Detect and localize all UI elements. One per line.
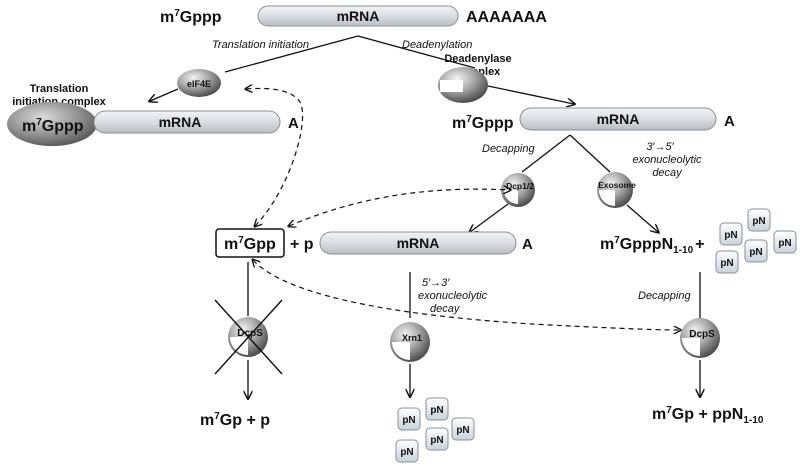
svg-text:pN: pN [720,258,733,269]
pn-nucleotide: pN [719,222,743,246]
pn-nucleotide: pN [451,417,475,441]
translation-complex-label-1: Translation [30,83,89,95]
right-mrna-pill [519,107,717,131]
right-mrna-label: mRNA [597,111,640,127]
svg-text:pN: pN [456,425,469,436]
top-mrna-pill [257,5,459,27]
svg-text:pN: pN [402,415,415,426]
top-mrna-label: mRNA [337,8,380,24]
pn-nucleotide: pN [397,407,421,431]
pn-nucleotide: pN [744,239,768,263]
deadenylation-label: Deadenylation [402,39,472,51]
pn-nucleotide: pN [715,250,739,274]
xrn1-ball [390,322,430,362]
pn-nucleotide: pN [425,427,449,451]
exosome-label-3: decay [652,167,683,179]
pn-cluster-xrn1: pN pN pN pN pN [395,397,475,463]
deadenylase-label-1: Deadenylase [444,53,511,65]
pn-nucleotide: pN [773,230,797,254]
dcps-right-label: DcpS [689,329,715,340]
xrn1-decay-label-3: decay [430,303,461,315]
eif4e-label: eIF4E [187,79,211,89]
right-cap-label: m7Gppp [452,114,514,132]
exosome-enzyme-label: Exosome [598,180,636,190]
xrn1-label: Xrn1 [402,333,422,343]
exosome-label-2: exonucleolytic [632,154,702,166]
dcps-left-label: DcpS [237,328,263,339]
translation-initiation-label: Translation initiation [212,39,309,51]
left-tail: A [288,115,299,132]
left-product-label: m7Gp + p [200,411,270,429]
dcp12-label: Dcp1/2 [506,181,534,191]
deadenylase-ball [438,67,488,103]
svg-text:pN: pN [724,230,737,241]
top-cap-label: m7Gppp [160,8,222,26]
right-product-label: m7Gp + ppN1-10 [652,405,764,426]
svg-text:pN: pN [400,447,413,458]
decapping-label-right: Decapping [638,290,691,302]
right-tail: A [724,113,735,130]
translation-complex-ball [7,102,97,146]
xrn1-decay-label-1: 5′→3′ [422,277,450,289]
svg-text:pN: pN [778,238,791,249]
svg-text:pN: pN [749,247,762,258]
left-mrna-label: mRNA [159,114,202,130]
m7gpp-box [215,228,285,258]
exosome-label-1: 3′→5′ [646,141,674,153]
svg-text:pN: pN [430,405,443,416]
top-polya-tail: AAAAAAA [466,9,547,26]
pn-nucleotide: pN [747,208,771,232]
xrn1-decay-label-2: exonucleolytic [418,290,488,302]
left-cap-label: m7Gppp [22,117,84,135]
exosome-ball [597,172,633,208]
blocked-cross-b [214,299,283,375]
eif4e-ball [177,69,221,97]
plus-p-label: + p [290,236,314,253]
svg-text:pN: pN [430,435,443,446]
middle-mrna-pill [319,231,517,255]
dcps-right-ball [680,318,720,358]
m7gpppn-label: m7GpppN1-10+ [600,235,704,256]
decapping-label: Decapping [482,143,535,155]
m7gpp-label: m7Gpp [224,235,276,253]
pn-nucleotide: pN [395,439,419,463]
left-mrna-pill [93,110,281,134]
svg-text:pN: pN [752,216,765,227]
middle-tail: A [522,236,533,253]
middle-mrna-label: mRNA [397,235,440,251]
pn-cluster-exosome: pN pN pN pN pN [715,208,797,274]
pn-nucleotide: pN [425,397,449,421]
